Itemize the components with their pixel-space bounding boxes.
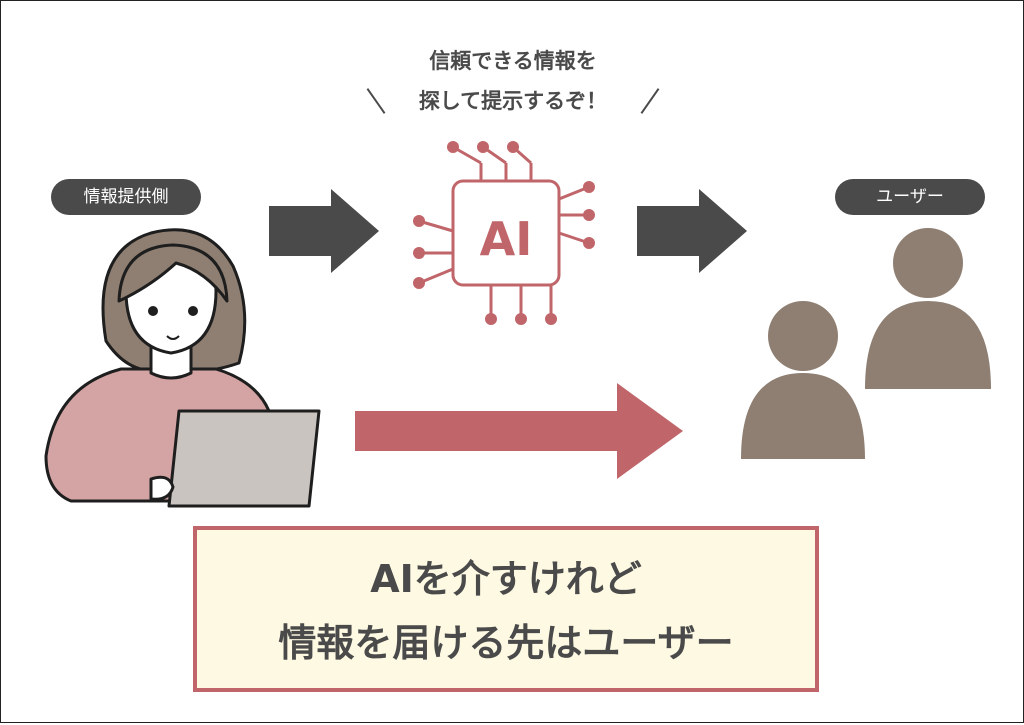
caption-box: AIを介すけれど 情報を届ける先はユーザー — [193, 526, 819, 692]
caption-line-2: 情報を届ける先はユーザー — [278, 621, 734, 665]
speech-line-2: 探して提示するぞ！ — [418, 89, 608, 113]
caption-line-1: AIを介すけれど — [370, 557, 642, 601]
chip-pins — [413, 141, 595, 325]
arrow-ai-to-users — [637, 189, 747, 273]
users-label: ユーザー — [835, 179, 985, 215]
chip-label: AI — [480, 212, 533, 266]
arrow-provider-to-users — [355, 383, 683, 479]
arrow-provider-to-ai — [269, 189, 379, 273]
speech-line-1: 信頼できる情報を — [429, 49, 597, 73]
ai-speech: 信頼できる情報を 探して提示するぞ！ — [331, 41, 695, 121]
users-icon — [741, 228, 991, 459]
provider-person-icon — [44, 228, 321, 508]
provider-label: 情報提供側 — [51, 179, 201, 215]
